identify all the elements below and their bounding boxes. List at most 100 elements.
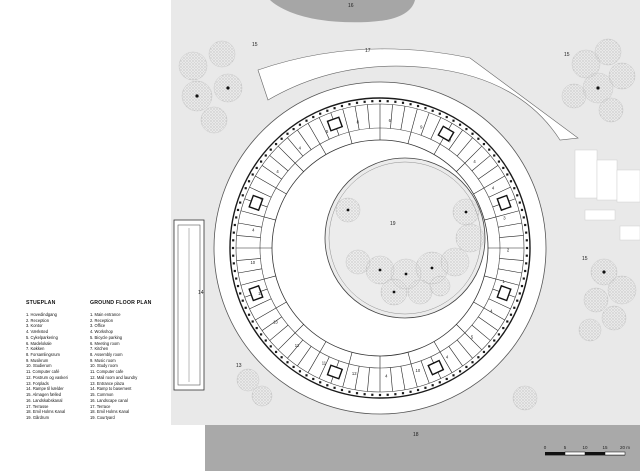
- partition-wall: [471, 324, 491, 341]
- legend-danish-item: 16. Landskabskanal: [26, 397, 63, 403]
- legend-english-title: GROUND FLOOR PLAN: [90, 300, 152, 306]
- partition-wall: [499, 258, 524, 261]
- column-mark: [386, 100, 389, 103]
- column-mark: [424, 107, 427, 110]
- legend-danish-item: 12. Postrum og vaskeri: [26, 374, 68, 380]
- column-mark: [298, 370, 302, 373]
- column-mark: [493, 154, 496, 157]
- column-mark: [431, 109, 434, 112]
- label-ramp: 14: [198, 290, 204, 296]
- legend-english-item: 17. Terrace: [90, 403, 111, 409]
- partition-wall: [367, 104, 370, 129]
- column-mark: [292, 365, 295, 369]
- legend-english-item: 18. Emil Holms Kanal: [90, 409, 130, 415]
- partition-wall: [287, 339, 304, 359]
- room-number: 4: [260, 197, 263, 202]
- legend-danish-item: 1. Hovedindgang: [26, 312, 57, 317]
- column-mark: [524, 269, 527, 273]
- column-mark: [452, 119, 455, 122]
- column-mark: [409, 103, 412, 106]
- partition-wall: [478, 165, 499, 180]
- partition-wall: [484, 275, 520, 286]
- label-canal: 16: [348, 3, 354, 9]
- legend-english-item: 5. Bicycle parking: [90, 334, 123, 340]
- partition-wall: [367, 367, 370, 392]
- column-mark: [348, 103, 351, 106]
- legend-danish-item: 4. Værksted: [26, 329, 49, 335]
- partition-wall: [471, 155, 491, 172]
- column-mark: [488, 148, 491, 151]
- column-mark: [371, 100, 374, 103]
- column-mark: [280, 356, 283, 359]
- room-number: 4: [473, 159, 476, 164]
- column-mark: [244, 306, 247, 309]
- column-mark: [239, 201, 242, 204]
- room-number: 4: [490, 309, 493, 314]
- service-core: [496, 284, 512, 302]
- column-mark: [239, 292, 242, 295]
- column-mark: [259, 333, 263, 336]
- legend-english-item: 4. Workshop: [90, 329, 113, 335]
- partition-wall: [277, 145, 304, 172]
- column-mark: [416, 388, 420, 392]
- column-mark: [233, 223, 236, 227]
- partition-wall: [318, 117, 330, 140]
- column-mark: [348, 390, 351, 393]
- column-mark: [458, 370, 462, 373]
- column-mark: [394, 100, 397, 103]
- column-mark: [509, 313, 513, 316]
- legend-danish-item: 7. Køkken: [26, 346, 45, 352]
- column-mark: [264, 339, 267, 342]
- legend-danish-item: 8. Forsamlingsrum: [26, 352, 60, 358]
- service-core: [248, 284, 264, 302]
- partition-wall: [255, 301, 287, 321]
- service-core: [496, 194, 512, 212]
- legend-danish-item: 13. Forplads: [26, 380, 49, 386]
- column-mark: [269, 148, 272, 151]
- partition-wall: [240, 210, 276, 221]
- partition-wall: [484, 210, 520, 221]
- partition-wall: [255, 175, 287, 195]
- column-mark: [438, 112, 441, 115]
- column-mark: [518, 201, 521, 204]
- scale-tick-3: 15: [602, 445, 608, 450]
- legend-english-item: 15. Common: [90, 392, 114, 398]
- label-common-upper-left: 15: [252, 42, 258, 48]
- scale-tick-4: 20 m: [620, 445, 630, 450]
- legend-english-item: 3. Office: [90, 323, 106, 329]
- partition-wall: [238, 222, 262, 228]
- column-mark: [488, 345, 491, 348]
- column-mark: [513, 187, 516, 190]
- partition-wall: [236, 235, 261, 238]
- room-number: 8: [357, 119, 360, 124]
- room-number: 2: [507, 247, 510, 252]
- column-mark: [255, 166, 258, 170]
- partition-wall: [456, 145, 483, 172]
- legend-danish-item: 11. Computer café: [26, 369, 60, 375]
- legend-english-item: 14. Ramp to basement: [90, 386, 132, 392]
- column-mark: [445, 115, 448, 119]
- room-number: 7: [449, 138, 452, 143]
- column-mark: [340, 388, 344, 392]
- column-mark: [274, 350, 278, 354]
- column-mark: [502, 166, 505, 170]
- column-mark: [333, 107, 336, 110]
- legend-english-item: 19. Courtyard: [90, 414, 115, 420]
- column-mark: [520, 208, 524, 212]
- column-mark: [363, 100, 366, 103]
- service-core: [248, 194, 264, 212]
- legend-english-item: 10. Study room: [90, 363, 118, 369]
- column-mark: [232, 239, 235, 242]
- legend-danish-item: 9. Musikrum: [26, 357, 49, 363]
- room-number: 10: [250, 260, 255, 265]
- column-mark: [269, 345, 272, 348]
- room-number: 4: [446, 355, 449, 360]
- column-mark: [458, 123, 462, 126]
- column-mark: [401, 101, 405, 104]
- landscape-canal: [270, 0, 415, 23]
- column-mark: [471, 132, 474, 135]
- room-number: 11: [322, 361, 327, 366]
- room-number: 4: [299, 146, 302, 151]
- room-number: 4: [252, 228, 255, 233]
